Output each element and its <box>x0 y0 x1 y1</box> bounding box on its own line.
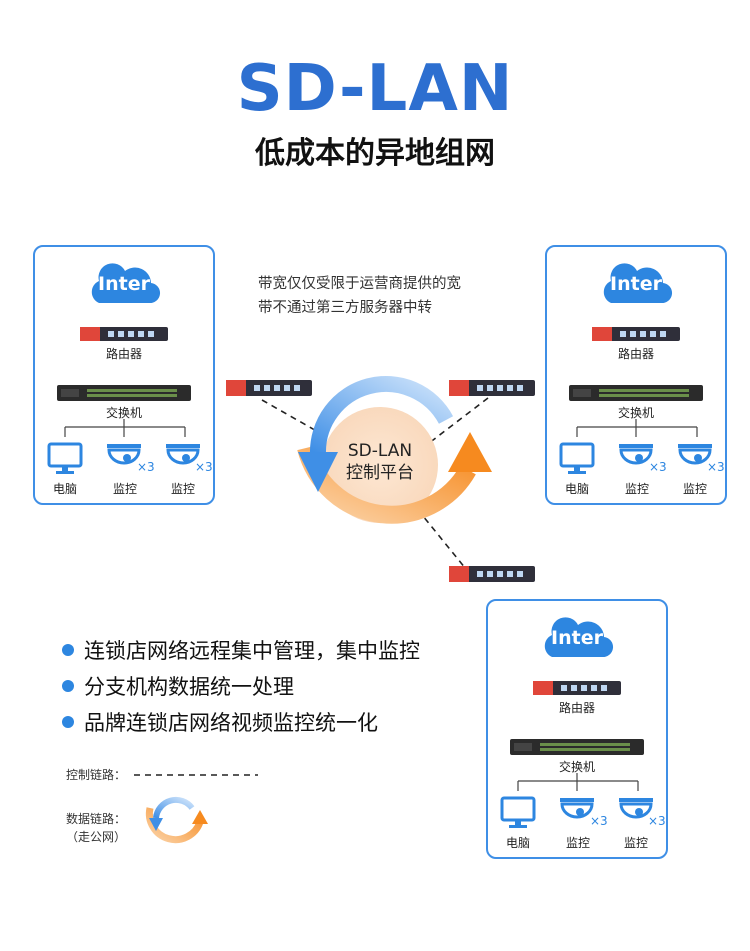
camera-label: 监控 <box>624 482 649 496</box>
control-platform-label: SD-LAN 控制平台 <box>335 440 425 484</box>
feature-item: 品牌连锁店网络视频监控统一化 <box>62 704 420 740</box>
switch-icon <box>569 385 703 401</box>
switch-label: 交换机 <box>617 406 654 420</box>
note-line-2: 带不通过第三方服务器中转 <box>258 300 432 316</box>
feature-text: 品牌连锁店网络视频监控统一化 <box>84 711 378 735</box>
control-platform-core <box>322 407 438 523</box>
gateway-right <box>449 380 535 396</box>
camera-icon <box>619 798 653 819</box>
pc-label: 电脑 <box>505 836 530 850</box>
site-bottom: Inter 路由器 交换机 ×3 ×3 电脑 监控 监控 <box>486 599 668 859</box>
camera-label: 监控 <box>682 482 707 496</box>
cloud-icon <box>603 263 673 304</box>
router-icon <box>80 327 168 341</box>
cloud-label: Inter <box>610 273 662 295</box>
topology-lines <box>517 773 639 791</box>
camera-label: 监控 <box>170 482 195 496</box>
cloud-label: Inter <box>551 627 603 649</box>
pc-label: 电脑 <box>52 482 77 496</box>
legend-control-link-label: 控制链路： <box>66 768 127 782</box>
cloud-icon <box>91 263 161 304</box>
camera-count: ×3 <box>195 460 213 474</box>
bandwidth-note: 带宽仅仅受限于运营商提供的宽 带不通过第三方服务器中转 <box>258 272 518 320</box>
camera-count: ×3 <box>590 814 608 828</box>
camera-label: 监控 <box>112 482 137 496</box>
switch-icon <box>510 739 644 755</box>
camera-icon <box>678 444 712 465</box>
router-label: 路由器 <box>617 347 654 361</box>
camera-icon <box>107 444 141 465</box>
gateway-bottom <box>449 566 535 582</box>
feature-text: 分支机构数据统一处理 <box>84 675 294 699</box>
feature-item: 分支机构数据统一处理 <box>62 668 420 704</box>
switch-label: 交换机 <box>558 760 595 774</box>
legend-data-link-title: 数据链路： <box>66 812 127 826</box>
router-icon <box>592 327 680 341</box>
legend-loop-icon <box>145 796 208 844</box>
camera-count: ×3 <box>649 460 667 474</box>
camera-count: ×3 <box>137 460 155 474</box>
pc-label: 电脑 <box>564 482 589 496</box>
page-subtitle: 低成本的异地组网 <box>255 136 495 171</box>
camera-count: ×3 <box>707 460 725 474</box>
topology-lines <box>576 419 698 437</box>
camera-icon <box>166 444 200 465</box>
monitor-icon <box>500 796 536 828</box>
switch-icon <box>57 385 191 401</box>
center-line-1: SD-LAN <box>347 441 413 461</box>
orange-arrow-head <box>448 432 492 472</box>
monitor-icon <box>559 442 595 474</box>
cloud-label: Inter <box>98 273 150 295</box>
camera-count: ×3 <box>648 814 666 828</box>
camera-label: 监控 <box>565 836 590 850</box>
note-line-1: 带宽仅仅受限于运营商提供的宽 <box>258 276 461 292</box>
cloud-icon <box>544 617 614 658</box>
bullet-dot-icon <box>62 644 74 656</box>
page-title: SD-LAN <box>236 52 514 126</box>
data-link-arc-blue <box>309 375 454 455</box>
feature-text: 连锁店网络远程集中管理，集中监控 <box>84 639 420 663</box>
camera-icon <box>619 444 653 465</box>
router-label: 路由器 <box>105 347 142 361</box>
feature-item: 连锁店网络远程集中管理，集中监控 <box>62 632 420 668</box>
router-label: 路由器 <box>558 701 595 715</box>
camera-label: 监控 <box>623 836 648 850</box>
camera-icon <box>560 798 594 819</box>
center-line-2: 控制平台 <box>346 463 414 483</box>
site-left: Inter 路由器 交换机 ×3 ×3 电脑 监控 监控 <box>33 245 215 505</box>
bullet-dot-icon <box>62 680 74 692</box>
legend-data-link-label: 数据链路： （走公网） <box>66 810 126 846</box>
blue-arrow-head <box>298 452 338 492</box>
feature-list: 连锁店网络远程集中管理，集中监控 分支机构数据统一处理 品牌连锁店网络视频监控统… <box>62 632 420 740</box>
topology-lines <box>64 419 186 437</box>
monitor-icon <box>47 442 83 474</box>
legend-data-link-note: （走公网） <box>66 830 127 844</box>
gateway-left <box>226 380 312 396</box>
bullet-dot-icon <box>62 716 74 728</box>
site-right: Inter 路由器 交换机 ×3 ×3 电脑 监控 监控 <box>545 245 727 505</box>
router-icon <box>533 681 621 695</box>
switch-label: 交换机 <box>105 406 142 420</box>
control-link-left <box>261 399 351 451</box>
